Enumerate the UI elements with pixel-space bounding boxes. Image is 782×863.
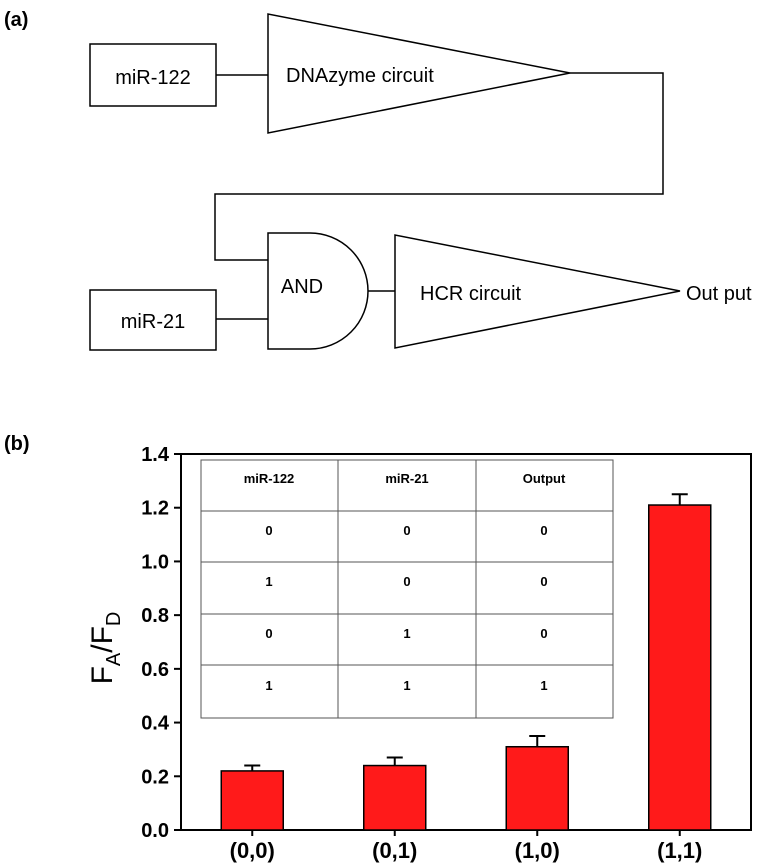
table-cell: 1: [265, 678, 272, 693]
input-mir21-label: miR-21: [121, 311, 185, 333]
x-tick-label: (0,1): [372, 838, 417, 863]
plot-frame: [180, 453, 752, 831]
connector-wire: [214, 72, 664, 261]
x-tick-label: (1,0): [515, 838, 560, 863]
and-gate-label: AND: [281, 276, 323, 298]
table-cell: 1: [265, 574, 272, 589]
y-tick-label: 1.2: [141, 498, 169, 520]
y-axis-label: FA/FD: [86, 612, 125, 685]
table-cell: 1: [403, 678, 410, 693]
output-label: Out put: [686, 283, 752, 305]
table-header: miR-122: [244, 471, 295, 486]
table-header: miR-21: [385, 471, 428, 486]
x-tick-label: (0,0): [230, 838, 275, 863]
x-tick-label: (1,1): [657, 838, 702, 863]
and-gate: [267, 232, 369, 350]
table-cell: 0: [403, 523, 410, 538]
y-tick-label: 0.8: [141, 605, 169, 627]
truth-table: miR-122 miR-21 Output 0 0 0 1 0 0 0 1 0 …: [200, 459, 614, 719]
bar: [220, 770, 284, 831]
table-cell: 1: [403, 626, 410, 641]
table-cell: 0: [540, 574, 547, 589]
input-mir21-box: [89, 289, 217, 351]
y-tick-label: 0.4: [141, 713, 170, 735]
y-tick-label: 0.6: [141, 659, 169, 681]
table-cell: 0: [540, 626, 547, 641]
table-cell: 0: [265, 523, 272, 538]
hcr-circuit-label: HCR circuit: [420, 283, 522, 305]
bar: [648, 504, 712, 831]
y-tick-label: 1.0: [141, 551, 169, 573]
table-cell: 1: [540, 678, 547, 693]
input-mir122-label: miR-122: [115, 67, 191, 89]
table-cell: 0: [540, 523, 547, 538]
bar: [363, 764, 427, 831]
table-header: Output: [523, 471, 566, 486]
panel-b-label: (b): [4, 433, 30, 455]
bar: [505, 745, 569, 831]
table-cell: 0: [265, 626, 272, 641]
panel-a-label: (a): [4, 9, 28, 31]
y-tick-label: 1.4: [141, 444, 170, 466]
table-cell: 0: [403, 574, 410, 589]
hcr-circuit-triangle: [394, 234, 681, 349]
dnazyme-circuit-triangle: [267, 13, 571, 134]
y-tick-label: 0.2: [141, 766, 169, 788]
y-tick-label: 0.0: [141, 820, 169, 842]
dnazyme-circuit-label: DNAzyme circuit: [286, 65, 434, 87]
